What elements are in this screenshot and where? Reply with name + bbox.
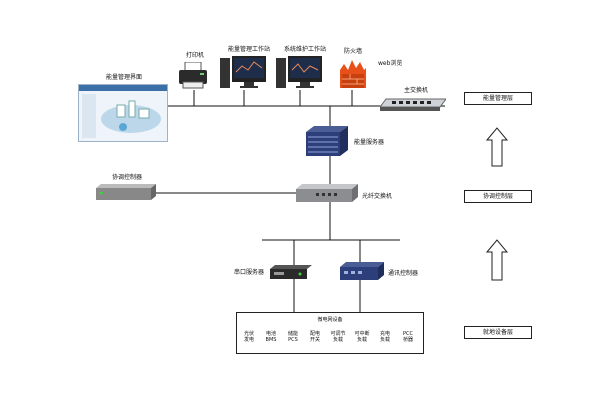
fiber-switch-label: 光纤交换机: [362, 193, 393, 200]
maint-workstation-label: 系统维护工作站: [284, 46, 327, 53]
firewall-label: 防火墙: [344, 48, 363, 55]
device-cell: 配电开关: [309, 331, 320, 343]
serial-server-icon: [270, 264, 312, 279]
comm-controller-icon: [340, 262, 384, 280]
serial-server-label: 串口服务器: [234, 269, 265, 276]
web-browse-label: web浏览: [378, 60, 403, 67]
printer-icon: [178, 61, 208, 90]
energy-ui-screen: [78, 84, 168, 142]
maint-workstation-icon: [276, 56, 324, 90]
main-switch-label: 主交换机: [404, 87, 429, 94]
printer-label: 打印机: [186, 52, 205, 59]
energy-server-icon: [306, 126, 348, 156]
energy-ui-label: 能量管理界面: [106, 74, 143, 81]
fiber-switch-icon: [296, 184, 358, 202]
device-cell: 可中断负载: [354, 331, 370, 343]
device-cell: 可调节负载: [330, 331, 346, 343]
layer-middle-box: 协调控制层: [464, 190, 532, 203]
layer-top-box: 能量管理层: [464, 92, 532, 105]
comm-controller-label: 通讯控制器: [388, 270, 419, 277]
microgrid-devices-title: 微电网设备: [317, 317, 343, 323]
energy-server-label: 能量服务器: [354, 139, 385, 146]
energy-workstation-icon: [220, 56, 268, 90]
device-cell: 充电负载: [379, 331, 390, 343]
coord-controller-icon: [96, 184, 156, 200]
main-switch-icon: [379, 96, 447, 111]
layer-bottom-box: 就地设备层: [464, 326, 532, 339]
coord-controller-label: 协调控制器: [112, 174, 143, 181]
device-cell: 光伏发电: [243, 331, 254, 343]
arrow-up-icon: [485, 127, 509, 281]
energy-workstation-label: 能量管理工作站: [228, 46, 271, 53]
firewall-icon: [338, 58, 368, 90]
